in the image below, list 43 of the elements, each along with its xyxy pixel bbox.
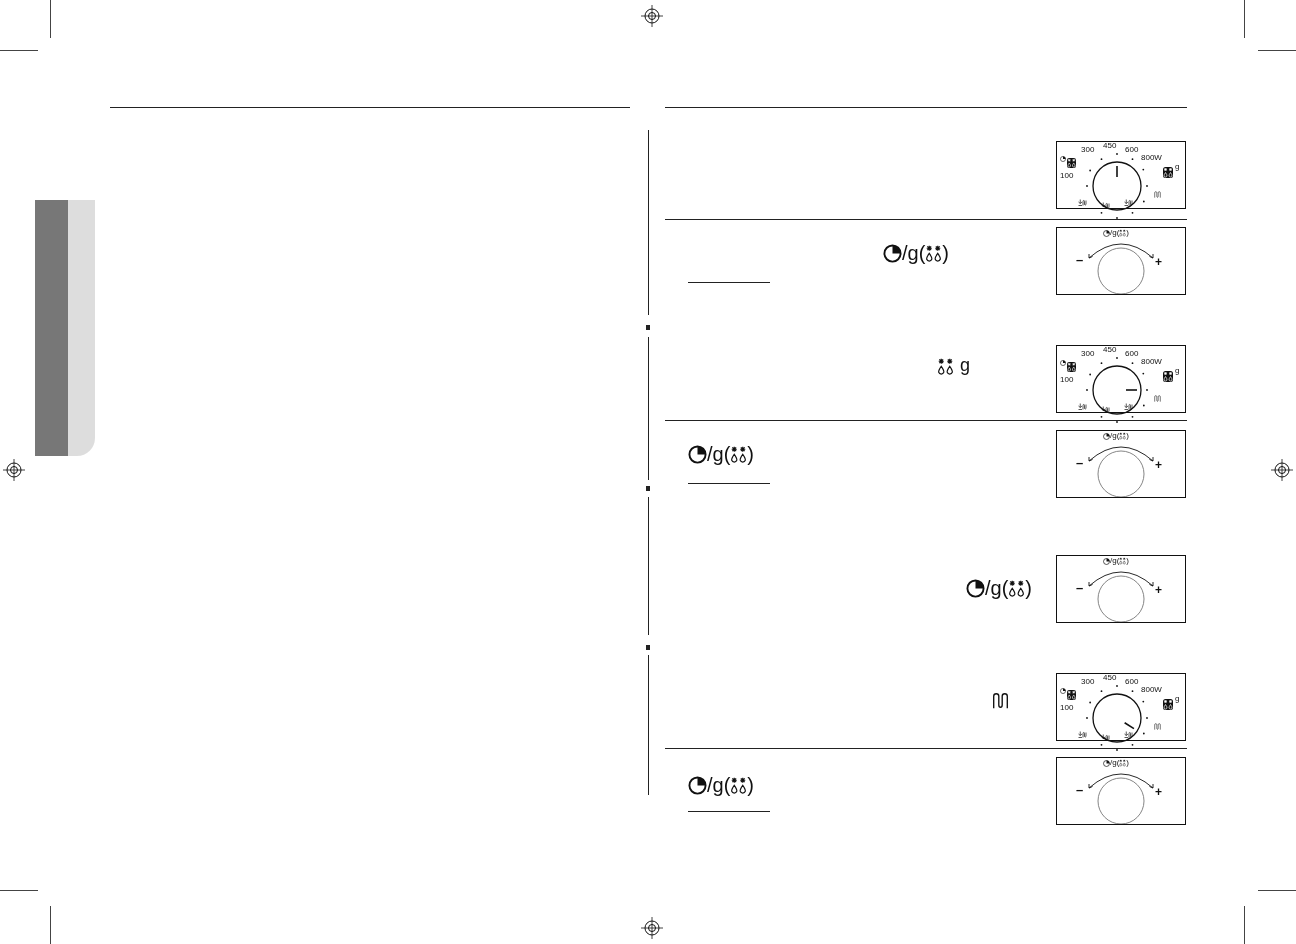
symbol-text: ) (942, 243, 949, 263)
minus-sign: – (1076, 456, 1084, 469)
dial-mark-label: 300 (1081, 146, 1095, 154)
dial-mark-label: 300 (1081, 678, 1095, 686)
symbol-text: ) (1126, 432, 1129, 440)
symbol-text: ) (1126, 229, 1129, 237)
minus-sign: – (1076, 253, 1084, 266)
dial-mark-label: 450 (1103, 346, 1117, 354)
dial-mark-label: 450 (1103, 674, 1117, 682)
symbol-text: ) (1126, 557, 1129, 565)
symbol-text: ) (747, 444, 754, 464)
symbol-text: /g( (1110, 432, 1120, 440)
dial-mark-label: g (1175, 695, 1180, 703)
symbol-text: /g( (985, 578, 1009, 598)
dial-mark-label: 100 (1060, 172, 1074, 180)
symbol-text: /g( (707, 775, 731, 795)
plus-sign: + (1155, 786, 1162, 798)
dial-mark-label: g (1175, 367, 1180, 375)
dial-mark-label: 800W (1141, 686, 1162, 694)
dial-mark-label: 600 (1125, 146, 1139, 154)
dial-mark-label: 450 (1103, 142, 1117, 150)
dial-mark-label: g (1175, 163, 1180, 171)
symbol-text: ) (1126, 759, 1129, 767)
dial-mark-label: 800W (1141, 154, 1162, 162)
minus-sign: – (1076, 581, 1084, 594)
plus-sign: + (1155, 459, 1162, 471)
symbol-text: ) (1025, 578, 1032, 598)
symbol-text: /g( (1110, 229, 1120, 237)
dial-mark-label: 100 (1060, 704, 1074, 712)
plus-sign: + (1155, 584, 1162, 596)
symbol-text: g (960, 356, 970, 374)
plus-sign: + (1155, 256, 1162, 268)
dial-mark-label: 300 (1081, 350, 1095, 358)
dial-mark-label: 600 (1125, 678, 1139, 686)
dial-mark-label: 800W (1141, 358, 1162, 366)
symbol-text: /g( (707, 444, 731, 464)
symbol-text: /g( (1110, 759, 1120, 767)
symbol-text: /g( (1110, 557, 1120, 565)
symbol-text: ) (747, 775, 754, 795)
dial-mark-label: 600 (1125, 350, 1139, 358)
symbol-text: /g( (902, 243, 926, 263)
minus-sign: – (1076, 783, 1084, 796)
dial-mark-label: 100 (1060, 376, 1074, 384)
